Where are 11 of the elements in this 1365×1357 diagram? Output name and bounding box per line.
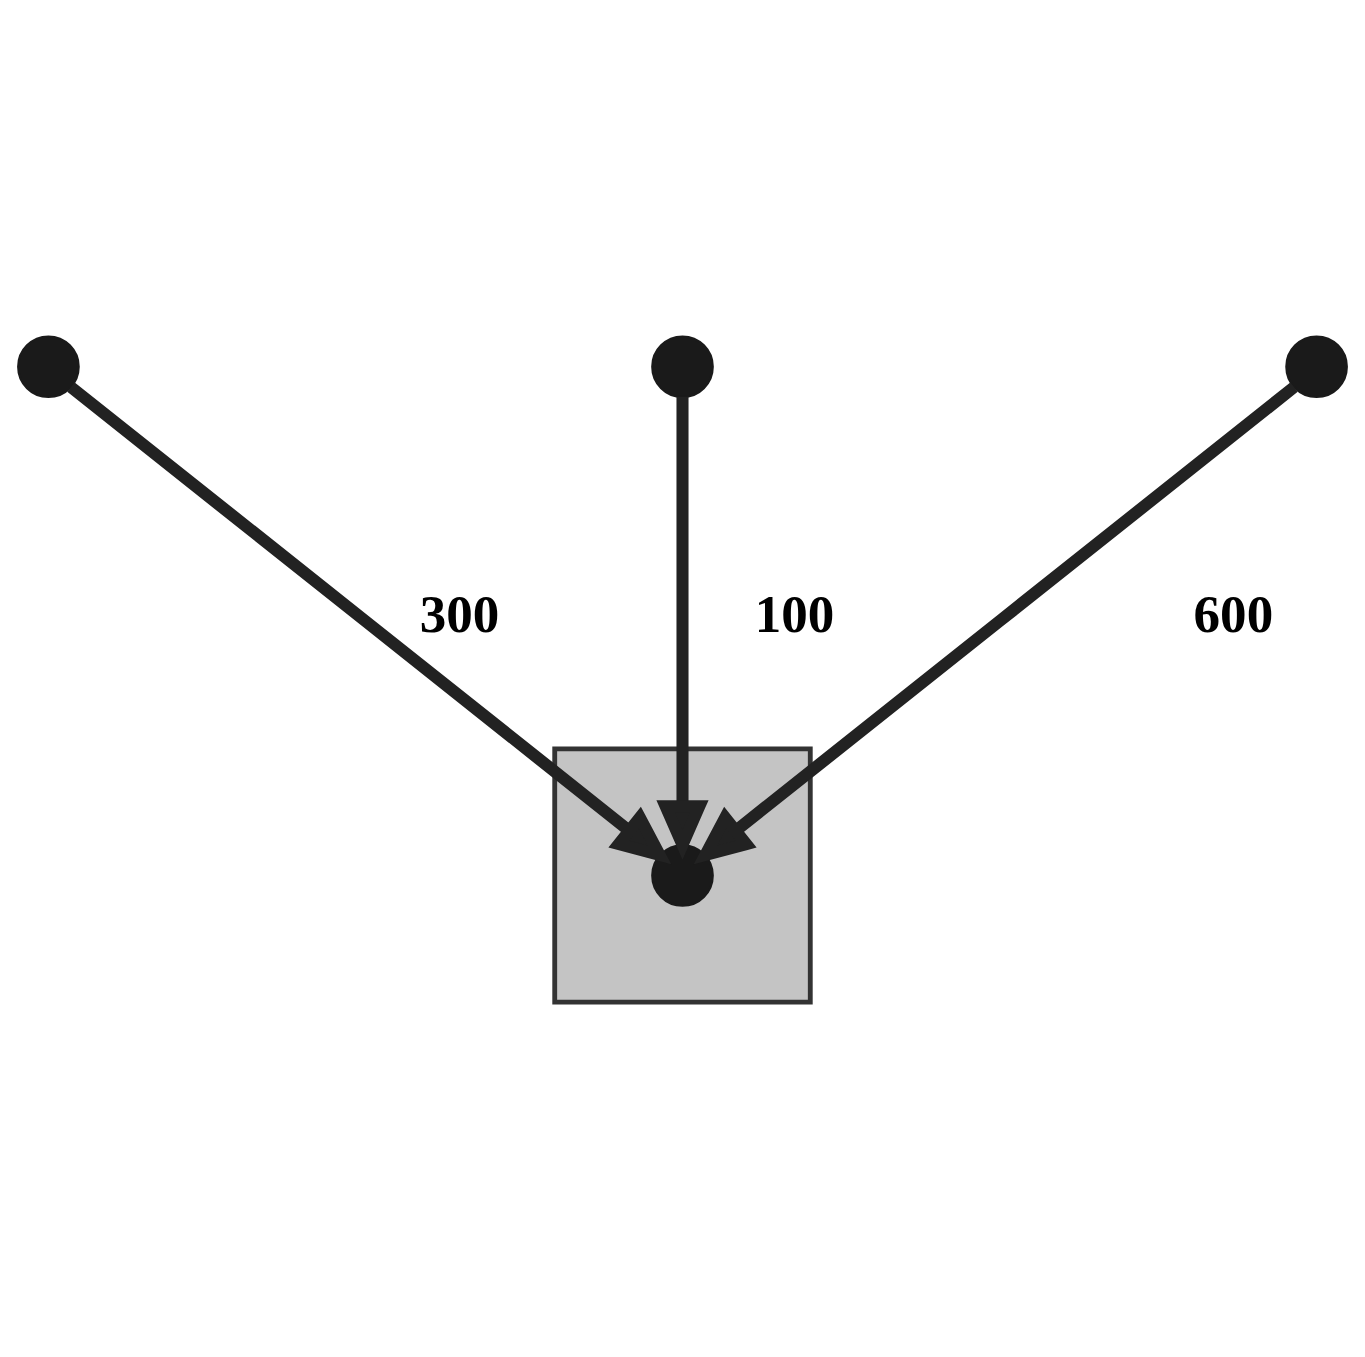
arrow — [656, 396, 709, 860]
node-circle — [17, 334, 80, 398]
edge-label: 300 — [419, 584, 500, 643]
arrow — [693, 381, 1298, 864]
node-circle — [1285, 334, 1348, 398]
edge-label: 100 — [754, 584, 835, 643]
cluster — [552, 746, 813, 1004]
edge-label: 600 — [1193, 584, 1274, 643]
node-circle — [651, 334, 714, 398]
node-circle — [651, 843, 714, 907]
arrow — [67, 381, 672, 864]
